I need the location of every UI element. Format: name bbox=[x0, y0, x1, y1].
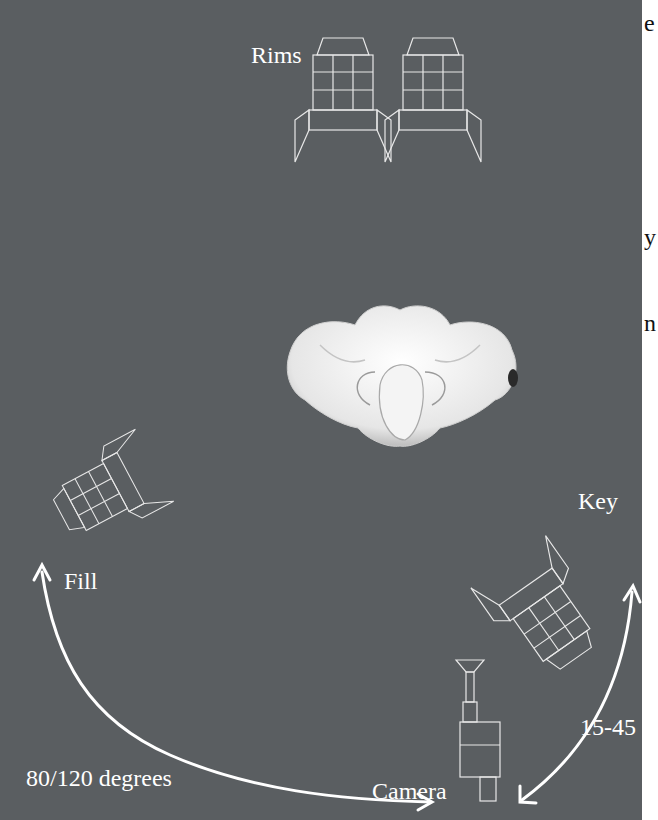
rim-light bbox=[385, 38, 481, 162]
angle-label: 80/120 degrees bbox=[26, 765, 172, 791]
rim-light bbox=[295, 38, 391, 162]
part-label: Key bbox=[578, 488, 618, 514]
text-fragment: n bbox=[644, 310, 656, 336]
bust-figure bbox=[287, 306, 518, 446]
part-label: Fill bbox=[64, 568, 97, 594]
camera-icon bbox=[456, 660, 500, 801]
text-fragment: y bbox=[644, 224, 656, 250]
fill-light bbox=[42, 429, 173, 551]
part-label: Camera bbox=[372, 778, 447, 804]
part-label: Rims bbox=[251, 42, 302, 68]
angle-label: 15-45 bbox=[580, 714, 636, 740]
text-fragment: e bbox=[644, 10, 655, 36]
background bbox=[0, 0, 642, 820]
key-light bbox=[471, 536, 613, 685]
